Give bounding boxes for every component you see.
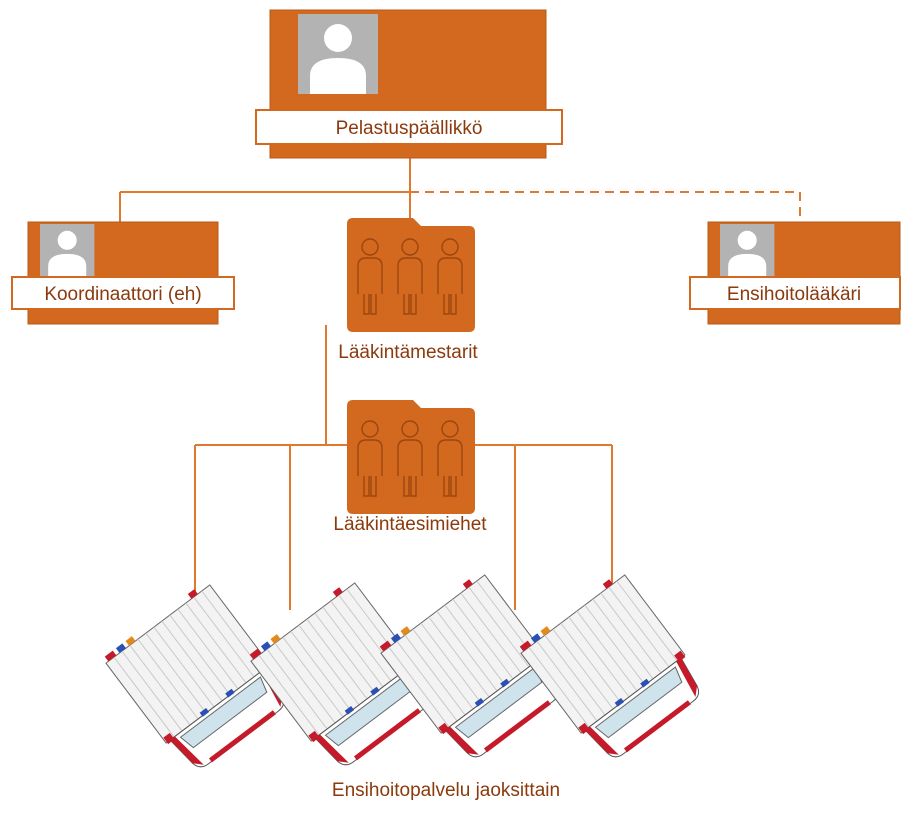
node-physician-label: Ensihoitolääkäri [727, 284, 861, 305]
ambulance-units [101, 569, 712, 778]
units-label: Ensihoitopalvelu jaoksittain [332, 780, 560, 801]
node-coordinator-label: Koordinaattori (eh) [44, 284, 201, 305]
node-supervisors[interactable]: Lääkintäesimiehet [333, 399, 487, 535]
node-masters-label: Lääkintämestarit [338, 342, 478, 363]
node-coordinator[interactable]: Koordinaattori (eh) [11, 221, 235, 325]
node-supervisors-label: Lääkintäesimiehet [333, 514, 487, 535]
node-physician[interactable]: Ensihoitolääkäri [689, 221, 901, 325]
person-photo-icon [40, 224, 95, 279]
node-chief[interactable]: Pelastuspäällikkö [255, 9, 563, 159]
ambulance-icon [516, 569, 712, 768]
person-photo-icon [720, 224, 775, 279]
group-folder-icon [346, 399, 476, 515]
connector-lines [119, 157, 801, 618]
node-masters[interactable]: Lääkintämestarit [338, 217, 478, 363]
node-chief-label: Pelastuspäällikkö [336, 118, 483, 139]
group-folder-icon [346, 217, 476, 333]
person-photo-icon [298, 14, 378, 94]
